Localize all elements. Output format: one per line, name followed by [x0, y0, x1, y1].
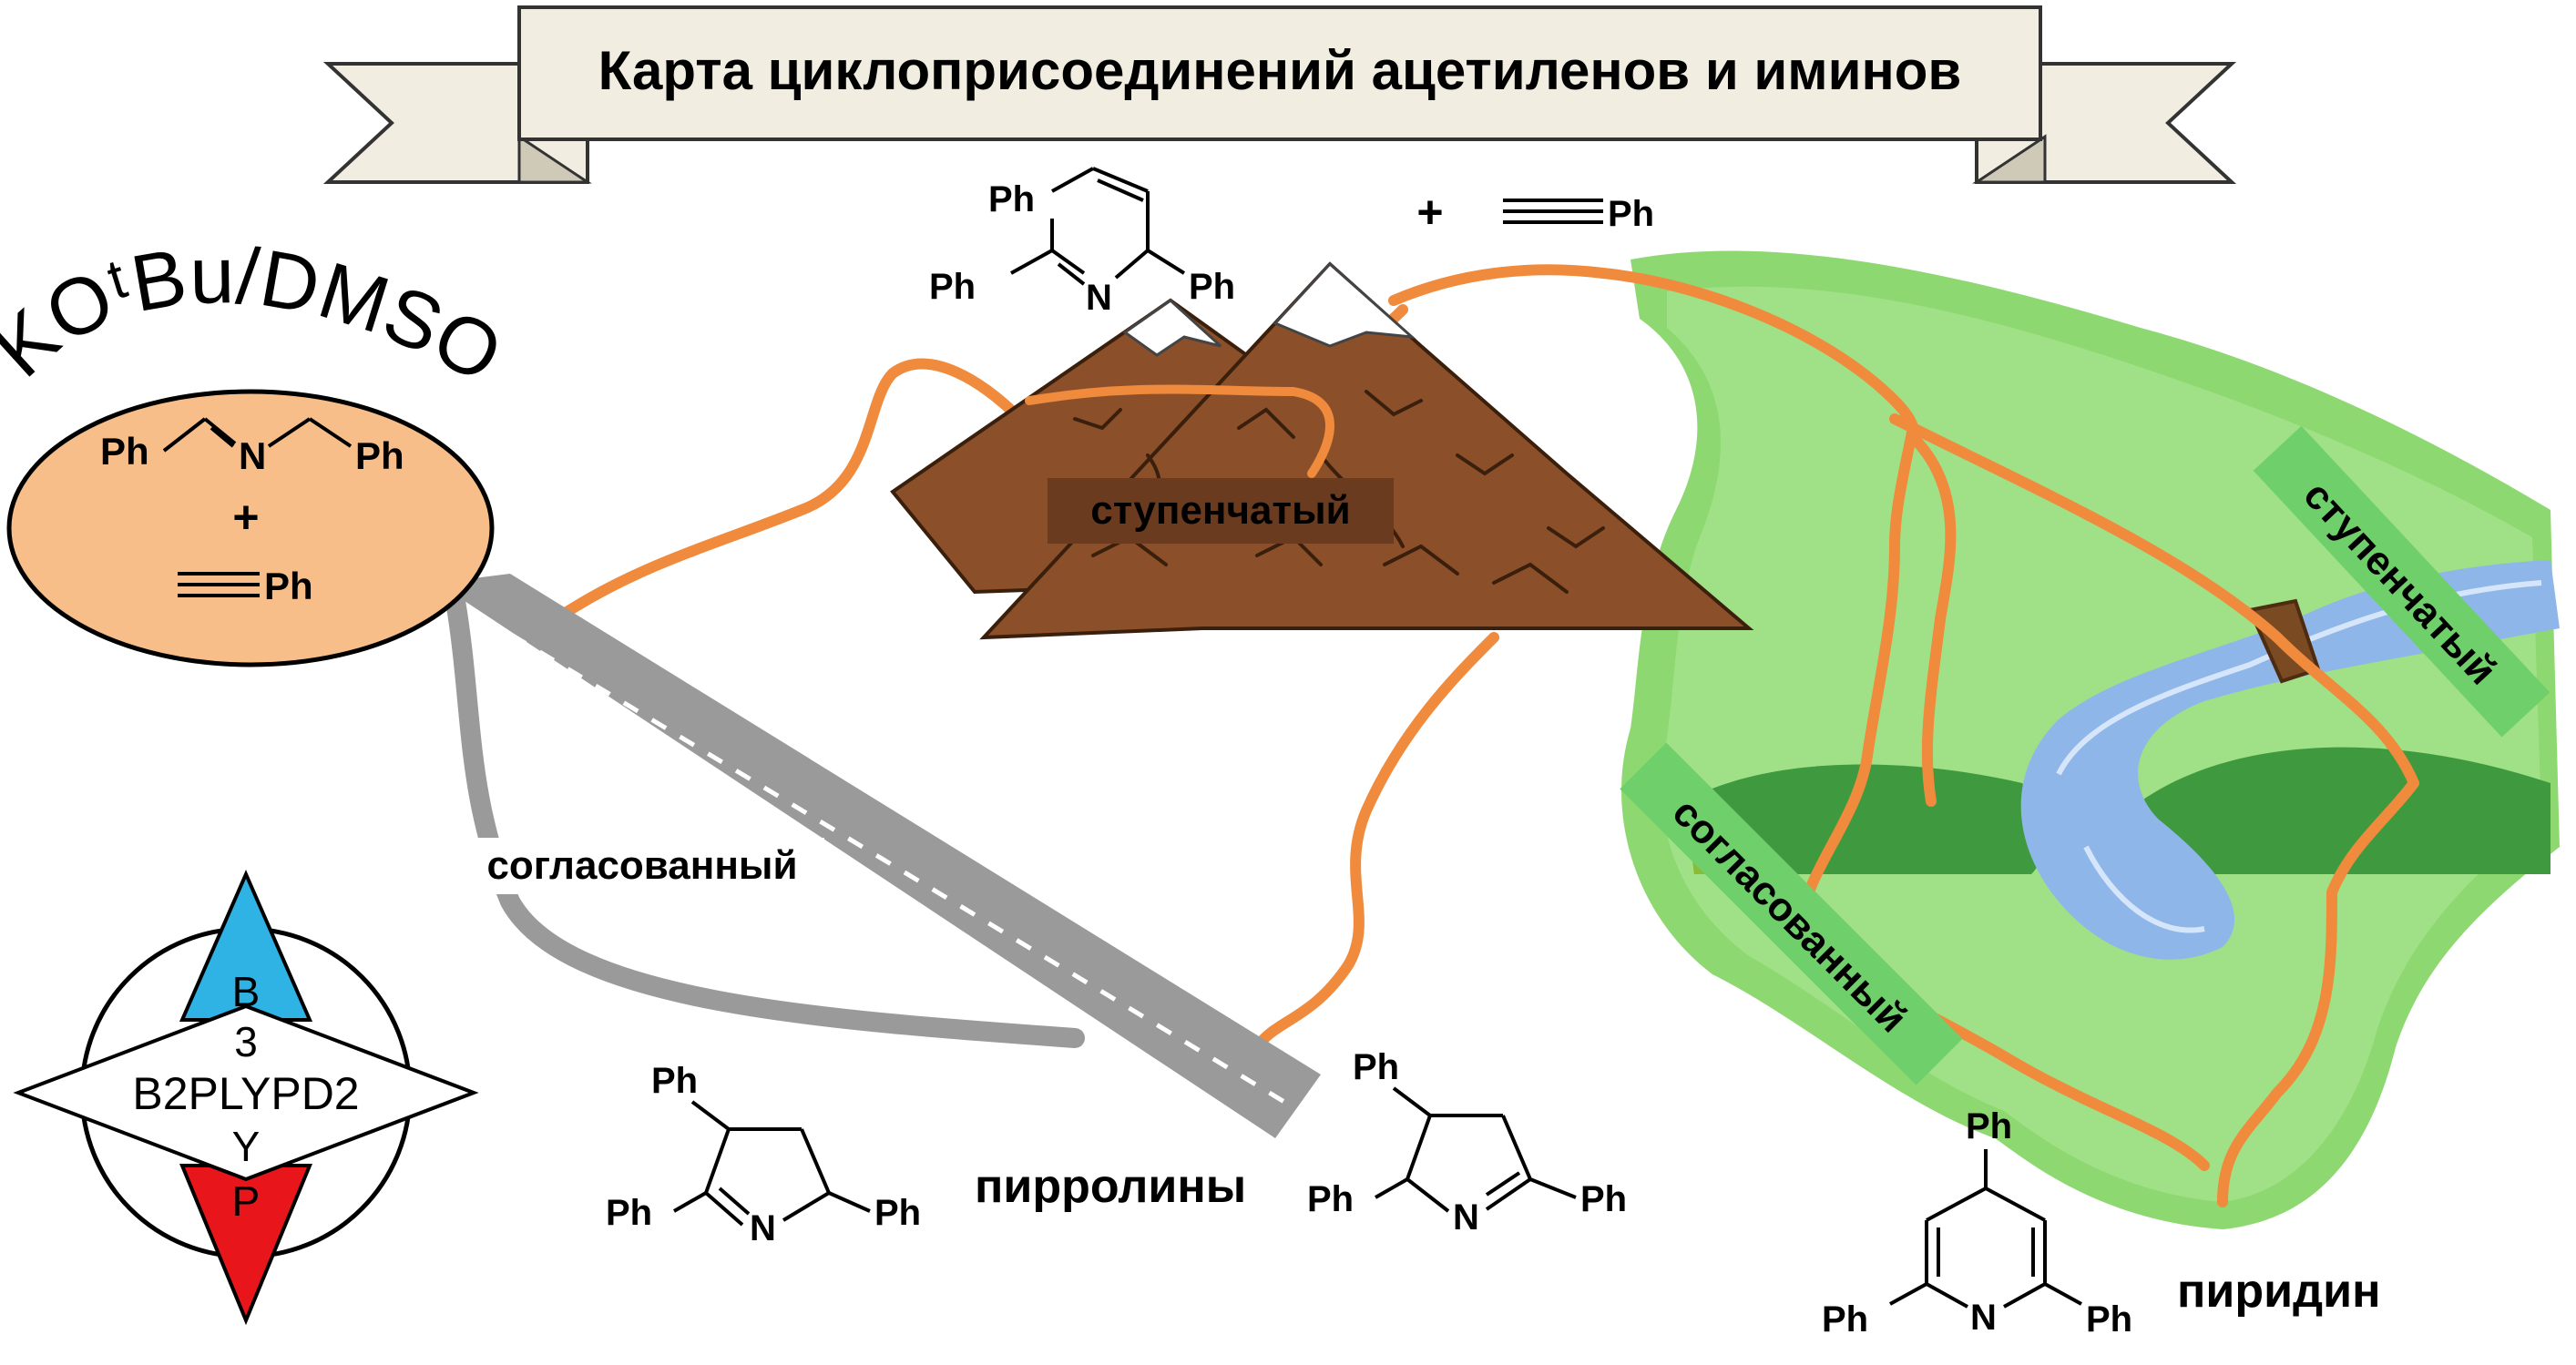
intermediate-ph-left: Ph	[929, 267, 976, 307]
hill-right	[2141, 747, 2550, 874]
pyridine-label: пиридин	[2177, 1265, 2381, 1318]
pyrrolines-label: пирролины	[975, 1160, 1246, 1213]
mountain-label-bg	[1048, 478, 1394, 544]
reactant-alkyne-ph: Ph	[264, 565, 313, 607]
snowcap-left	[1122, 299, 1222, 357]
intermediate-plus: +	[1416, 187, 1443, 238]
pyrroline-1: Ph N Ph Ph	[606, 1061, 921, 1248]
pyridine-ph-left: Ph	[1822, 1299, 1868, 1340]
pyridine-ph-right: Ph	[2086, 1299, 2132, 1340]
pyrroline1-ph-left: Ph	[606, 1193, 652, 1233]
solvent-system-label: KOᵗBu/DMSO	[0, 229, 516, 400]
green-island	[1621, 250, 2560, 1229]
reactant-n-atom: N	[239, 434, 266, 477]
pyrroline1-ph-right: Ph	[874, 1193, 921, 1233]
pyridine-n-atom: N	[1970, 1298, 1997, 1338]
road-path-label: согласованный	[486, 843, 797, 888]
title-ribbon: Карта циклоприсоединений ацетиленов и им…	[322, 5, 2237, 184]
river-stepwise-label-bg	[2253, 425, 2550, 738]
pyridine-ph-top: Ph	[1966, 1106, 2012, 1146]
mountain-path-label: ступенчатый	[1090, 488, 1350, 533]
intermediate-alkyne-ph: Ph	[1608, 194, 1654, 234]
pyrroline1-ph-top: Ph	[651, 1061, 698, 1101]
river-concerted-label-bg	[1620, 742, 1963, 1085]
hill-left	[1685, 764, 2044, 874]
mountains	[890, 261, 1754, 640]
pyrroline2-ph-left: Ph	[1307, 1179, 1354, 1219]
pyrroline2-ph-right: Ph	[1580, 1179, 1627, 1219]
pyrroline2-ph-top: Ph	[1353, 1047, 1399, 1087]
ribbon-band	[517, 5, 2042, 141]
compass-top-digit: 3	[234, 1018, 258, 1065]
compass-center: B2PLYPD2	[132, 1068, 359, 1119]
ribbon-fold-left	[517, 134, 592, 184]
compass-south: P	[232, 1177, 261, 1225]
compass: B 3 B2PLYPD2 Y P	[13, 870, 479, 1326]
reactant-ph-left: Ph	[100, 430, 149, 473]
compass-north: B	[232, 968, 261, 1015]
intermediate-structure: Ph N Ph Ph + Ph	[929, 167, 1654, 318]
intermediate-ph-right: Ph	[1189, 267, 1235, 307]
pyrroline1-n-atom: N	[750, 1208, 776, 1248]
reactant-ph-right: Ph	[355, 434, 404, 477]
ribbon-fold-right	[1972, 134, 2047, 184]
river	[2020, 560, 2560, 960]
compass-bottom: Y	[232, 1123, 261, 1170]
page-title: Карта циклоприсоединений ацетиленов и им…	[598, 40, 1962, 101]
pyridine-structure: Ph N Ph Ph	[1822, 1106, 2132, 1340]
intermediate-n-atom: N	[1086, 278, 1112, 318]
pyrroline2-n-atom: N	[1453, 1197, 1479, 1238]
road-label-bg	[460, 838, 824, 894]
reactant-plus: +	[232, 492, 259, 543]
orange-paths	[550, 264, 2419, 1207]
compass-rhombus	[13, 1003, 479, 1182]
pyrroline-2: Ph N Ph Ph	[1307, 1047, 1627, 1238]
gray-road	[437, 574, 1321, 1138]
reactant-oval: Ph N Ph + Ph	[6, 389, 495, 667]
snowcap-right	[1273, 261, 1416, 348]
intermediate-ph-top: Ph	[988, 179, 1035, 219]
